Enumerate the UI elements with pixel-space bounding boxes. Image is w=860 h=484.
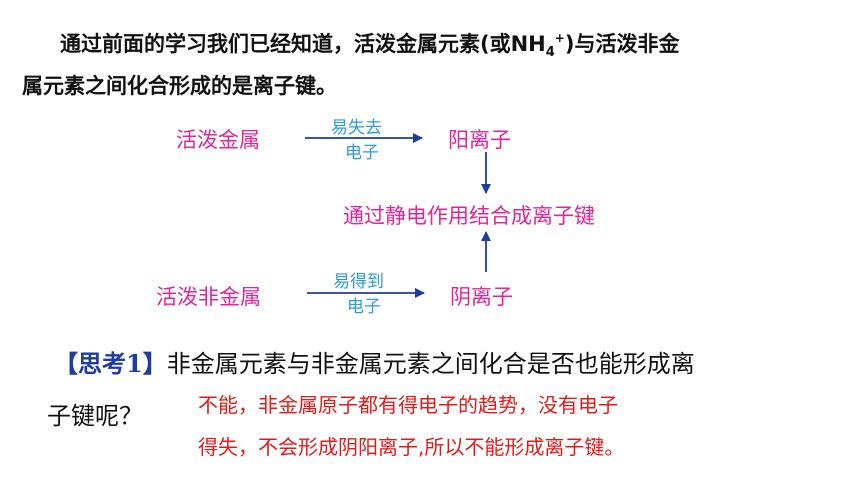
- label-gain-top: 易得到: [333, 272, 384, 292]
- intro-line-2: 属元素之间化合形成的是离子键。: [22, 74, 337, 98]
- question-line-1: 【思考1】非金属元素与非金属元素之间化合是否也能形成离: [54, 344, 695, 379]
- label-gain-bottom: 电子: [347, 297, 381, 317]
- node-active-nonmetal: 活泼非金属: [156, 285, 261, 309]
- question-line-2: 子键呢？: [47, 402, 143, 430]
- node-active-metal: 活泼金属: [176, 128, 260, 152]
- intro-line-1-text: 通过前面的学习我们已经知道，活泼金属元素(或NH: [60, 32, 546, 56]
- node-anion: 阴离子: [450, 285, 513, 309]
- intro-line-1-end: )与活泼非金: [564, 32, 680, 56]
- question-line-1-text: 非金属元素与非金属元素之间化合是否也能形成离: [166, 350, 695, 378]
- answer-line-2: 得失，不会形成阴阳离子,所以不能形成离子键。: [198, 435, 625, 459]
- intro-line-1: 通过前面的学习我们已经知道，活泼金属元素(或NH4+)与活泼非金: [60, 28, 680, 60]
- answer-line-1: 不能，非金属原子都有得电子的趋势，没有电子: [198, 393, 618, 417]
- intro-subscript: 4: [545, 45, 555, 60]
- intro-superscript: +: [554, 31, 565, 45]
- node-cation: 阳离子: [448, 128, 511, 152]
- label-lose-top: 易失去: [331, 118, 382, 138]
- question-tag: 【思考1】: [54, 349, 167, 378]
- node-ionic-bond: 通过静电作用结合成离子键: [343, 204, 595, 228]
- label-lose-bottom: 电子: [345, 143, 379, 163]
